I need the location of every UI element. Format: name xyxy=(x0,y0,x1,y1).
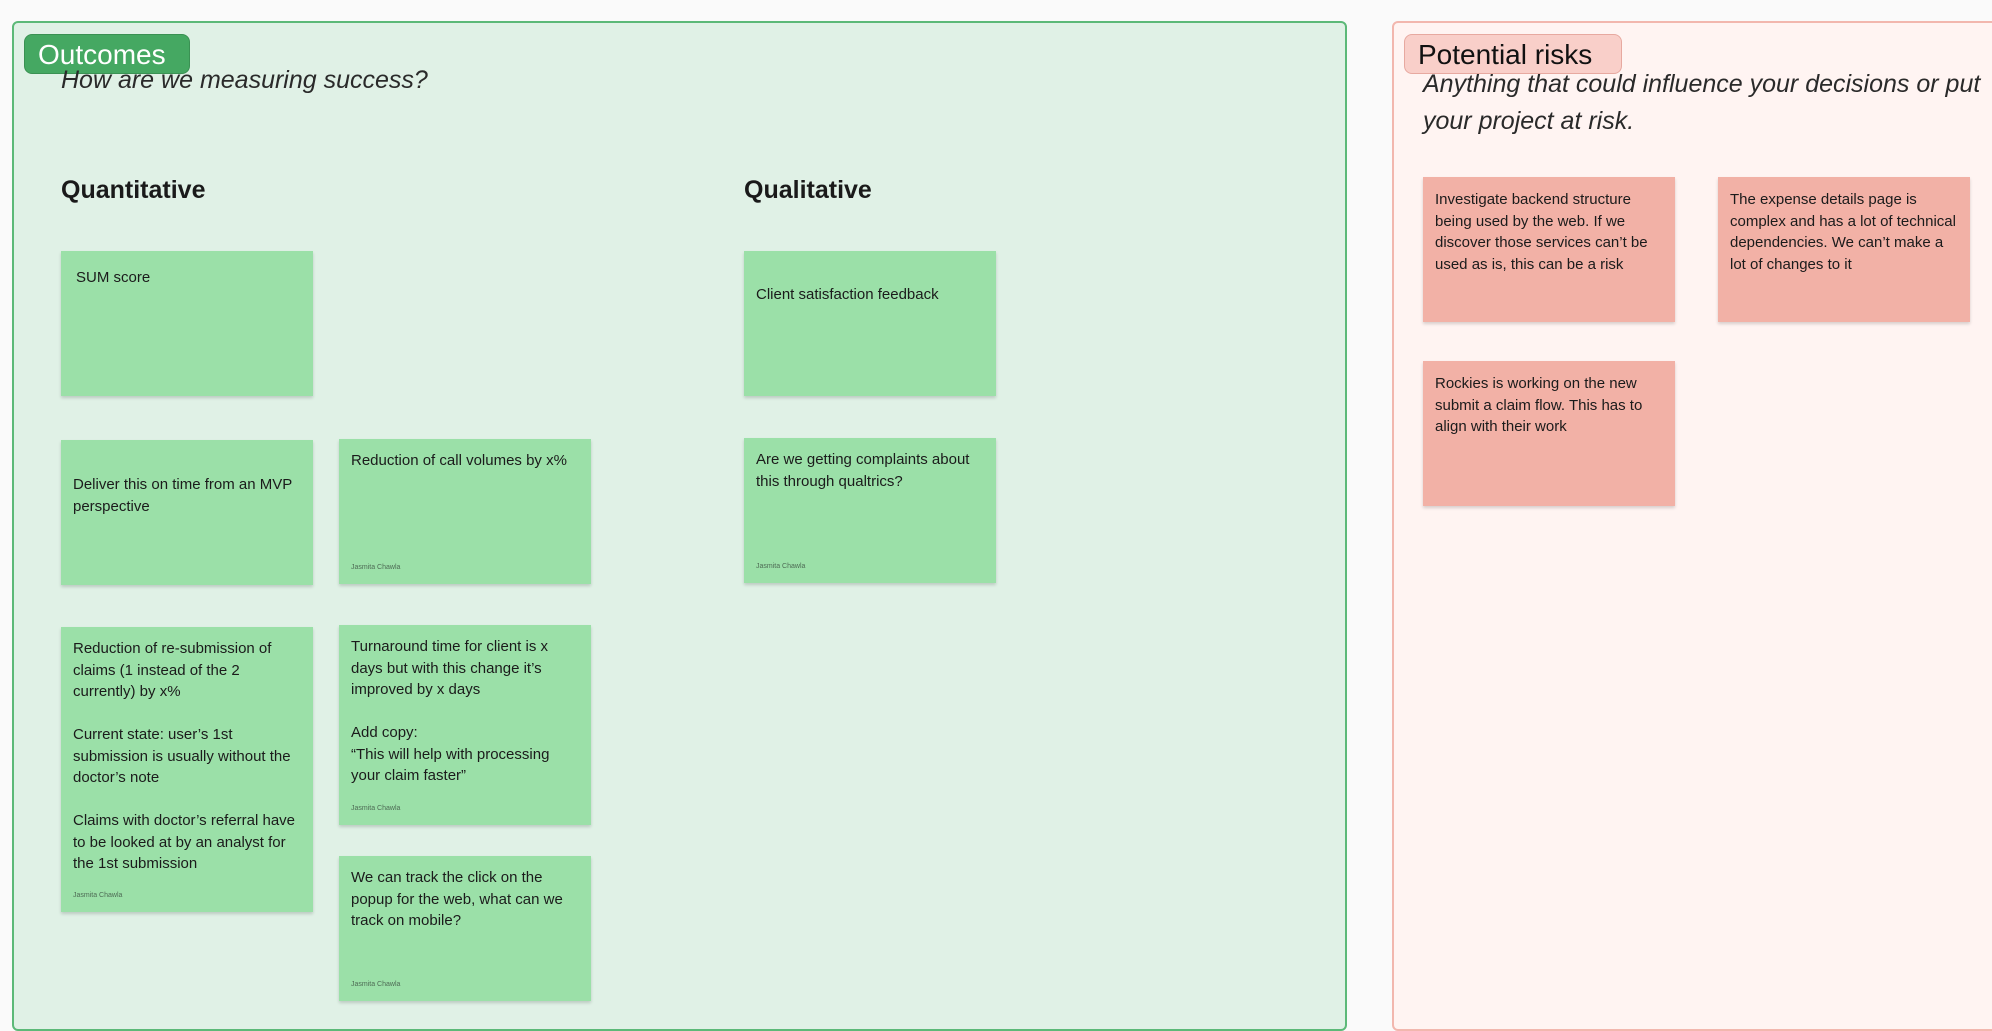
outcomes-section-tag[interactable]: Outcomes xyxy=(24,34,190,74)
quantitative-heading: Quantitative xyxy=(61,176,206,204)
sticky-note-text: Are we getting complaints about this thr… xyxy=(756,451,970,490)
sticky-note-text: SUM score xyxy=(76,269,151,286)
sticky-note-text: Deliver this on time from an MVP perspec… xyxy=(73,476,292,515)
sticky-note-click-tracking[interactable]: We can track the click on the popup for … xyxy=(339,856,591,1001)
sticky-note-text: Investigate backend structure being used… xyxy=(1435,191,1648,273)
sticky-note-client-satisfaction[interactable]: Client satisfaction feedback xyxy=(744,251,996,396)
sticky-note-backend-structure[interactable]: Investigate backend structure being used… xyxy=(1423,177,1675,322)
sticky-note-text: Client satisfaction feedback xyxy=(756,286,939,303)
outcomes-subtitle: How are we measuring success? xyxy=(61,66,428,94)
sticky-note-text: We can track the click on the popup for … xyxy=(351,869,563,929)
sticky-note-resubmission[interactable]: Reduction of re-submission of claims (1 … xyxy=(61,627,313,912)
qualitative-heading: Qualitative xyxy=(744,176,872,204)
potential-risks-section[interactable] xyxy=(1392,21,1992,1031)
sticky-note-turnaround-time[interactable]: Turnaround time for client is x days but… xyxy=(339,625,591,825)
sticky-note-text: The expense details page is complex and … xyxy=(1730,191,1956,273)
sticky-note-text: Reduction of call volumes by x% xyxy=(351,452,567,469)
potential-risks-section-tag[interactable]: Potential risks xyxy=(1404,34,1622,74)
sticky-note-mvp-on-time[interactable]: Deliver this on time from an MVP perspec… xyxy=(61,440,313,585)
sticky-note-sum-score[interactable]: SUM score xyxy=(61,251,313,396)
sticky-note-qualtrics-complaints[interactable]: Are we getting complaints about this thr… xyxy=(744,438,996,583)
sticky-note-author: Jasmita Chawla xyxy=(756,563,806,570)
potential-risks-subtitle: Anything that could influence your decis… xyxy=(1423,70,1981,135)
sticky-note-call-volume[interactable]: Reduction of call volumes by x% Jasmita … xyxy=(339,439,591,584)
sticky-note-author: Jasmita Chawla xyxy=(351,564,401,571)
sticky-note-text: Reduction of re-submission of claims (1 … xyxy=(73,640,296,872)
sticky-note-rockies-flow[interactable]: Rockies is working on the new submit a c… xyxy=(1423,361,1675,506)
sticky-note-author: Jasmita Chawla xyxy=(351,981,401,988)
sticky-note-author: Jasmita Chawla xyxy=(351,805,401,812)
sticky-note-expense-details[interactable]: The expense details page is complex and … xyxy=(1718,177,1970,322)
sticky-note-author: Jasmita Chawla xyxy=(73,892,123,899)
sticky-note-text: Turnaround time for client is x days but… xyxy=(351,638,550,784)
sticky-note-text: Rockies is working on the new submit a c… xyxy=(1435,375,1643,435)
